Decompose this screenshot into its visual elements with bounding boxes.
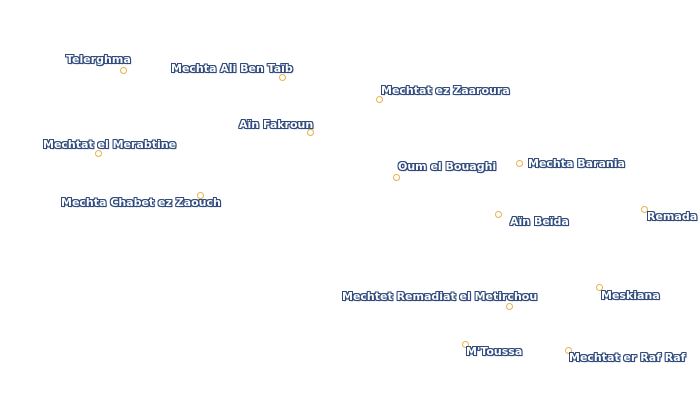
place-marker-mechtat-ez-zaaroura[interactable] — [376, 96, 383, 103]
place-label-mechtet-remadiat-el-metirchou: Mechtet Remadiat el Metirchou — [342, 290, 538, 303]
place-label-mechta-barania: Mechta Barania — [528, 157, 625, 170]
place-label-mechtat-er-raf-raf: Mechtat er Raf Raf — [569, 351, 686, 364]
place-marker-telerghma[interactable] — [120, 67, 127, 74]
place-label-remada: Remada — [647, 210, 698, 223]
place-label-oum-el-bouaghi: Oum el Bouaghi — [398, 160, 497, 173]
place-label-ain-fakroun: Aïn Fakroun — [239, 118, 314, 131]
place-marker-mechtat-el-merabtine[interactable] — [95, 150, 102, 157]
place-marker-remada[interactable] — [641, 206, 648, 213]
place-label-mechta-chabet-ez-zaouch: Mechta Chabet ez Zaouch — [61, 196, 221, 209]
place-label-m-toussa: M'Toussa — [466, 345, 523, 358]
place-label-mechtat-ez-zaaroura: Mechtat ez Zaaroura — [381, 84, 510, 97]
place-marker-mechta-ali-ben-taib[interactable] — [279, 74, 286, 81]
place-label-ain-beida: Aïn Beïda — [510, 215, 569, 228]
place-marker-mechta-barania[interactable] — [516, 160, 523, 167]
place-label-meskiana: Meskiana — [601, 289, 660, 302]
place-label-telerghma: Telerghma — [66, 53, 131, 66]
place-marker-oum-el-bouaghi[interactable] — [393, 174, 400, 181]
place-marker-meskiana[interactable] — [596, 284, 603, 291]
place-marker-mechta-chabet-ez-zaouch[interactable] — [197, 192, 204, 199]
place-marker-m-toussa[interactable] — [462, 341, 469, 348]
place-marker-mechtet-remadiat-el-metirchou[interactable] — [506, 303, 513, 310]
place-label-mechta-ali-ben-taib: Mechta Ali Ben Taïb — [171, 62, 293, 75]
place-marker-ain-fakroun[interactable] — [307, 129, 314, 136]
place-marker-mechtat-er-raf-raf[interactable] — [565, 347, 572, 354]
place-marker-ain-beida[interactable] — [495, 211, 502, 218]
place-label-mechtat-el-merabtine: Mechtat el Merabtine — [43, 138, 177, 151]
